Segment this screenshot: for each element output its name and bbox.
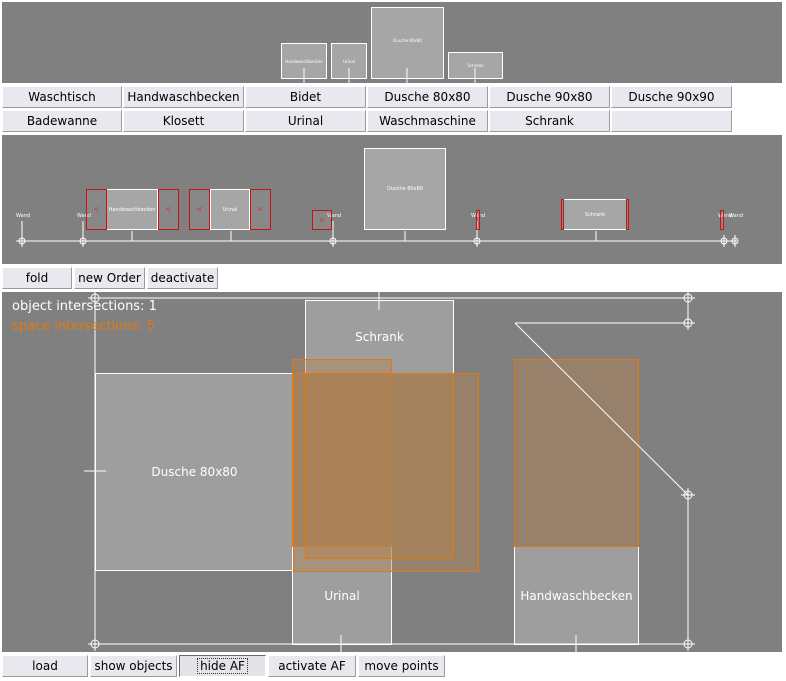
af-marker-5[interactable]: AF — [312, 210, 332, 230]
fold-button[interactable]: fold — [2, 267, 72, 289]
af-marker-1[interactable]: AF — [86, 189, 107, 230]
af-marker-4[interactable]: AF — [250, 189, 271, 230]
palette-badewanne-button[interactable]: Badewanne — [2, 110, 122, 132]
order-panel: Wand Wand Wand Wand Wand Wand Handwaschb… — [2, 135, 782, 264]
wall-label-3: Wand — [327, 213, 342, 219]
palette-klosett-button[interactable]: Klosett — [123, 110, 244, 132]
preview-connectors — [303, 68, 476, 83]
palette-empty-button[interactable] — [611, 110, 732, 132]
palette-waschtisch-button[interactable]: Waschtisch — [2, 86, 122, 108]
palette-urinal-button[interactable]: Urinal — [245, 110, 366, 132]
wall-label-1: Wand — [16, 213, 31, 219]
wall-label-6: Wand — [729, 213, 744, 219]
af-marker-9[interactable] — [720, 210, 724, 230]
af-area-handwaschbecken[interactable] — [514, 359, 639, 547]
order-handwaschbecken[interactable]: Handwaschbecken — [106, 189, 158, 230]
order-urinal[interactable]: Urinal — [210, 189, 250, 230]
load-button[interactable]: load — [2, 655, 88, 677]
object-intersections-text: object intersections: 1 — [12, 299, 157, 314]
main-canvas[interactable]: Schrank Dusche 80x80 Urinal Handwaschbec… — [2, 292, 782, 652]
af-marker-8[interactable] — [626, 199, 629, 230]
object-schrank[interactable]: Schrank — [305, 300, 454, 374]
af-area-schrank[interactable] — [305, 373, 454, 559]
palette-schrank-button[interactable]: Schrank — [489, 110, 610, 132]
order-dusche-80x80[interactable]: Dusche 80x80 — [364, 148, 446, 230]
af-area-urinal[interactable] — [292, 359, 392, 547]
order-schrank[interactable]: Schrank — [563, 199, 627, 230]
move-points-button[interactable]: move points — [358, 655, 445, 677]
new-order-button[interactable]: new Order — [74, 267, 145, 289]
space-intersections-text: space intersections: 5 — [12, 319, 155, 334]
af-marker-7[interactable] — [561, 199, 564, 230]
top-preview-panel: Handwaschbecken Urinal Dusche 80x80 Schr… — [2, 2, 782, 83]
af-marker-3[interactable]: AF — [189, 189, 210, 230]
deactivate-button[interactable]: deactivate — [147, 267, 218, 289]
af-marker-2[interactable]: AF — [158, 189, 179, 230]
preview-dusche-80x80[interactable]: Dusche 80x80 — [371, 7, 444, 79]
palette-bidet-button[interactable]: Bidet — [245, 86, 366, 108]
palette-handwaschbecken-button[interactable]: Handwaschbecken — [123, 86, 244, 108]
wall-line-diagram — [16, 221, 739, 247]
wall-label-4: Wand — [471, 213, 486, 219]
hide-af-button[interactable]: hide AF — [179, 655, 266, 677]
wall-label-2: Wand — [77, 213, 92, 219]
palette-waschmaschine-button[interactable]: Waschmaschine — [367, 110, 488, 132]
palette-dusche-90x90-button[interactable]: Dusche 90x90 — [611, 86, 732, 108]
activate-af-button[interactable]: activate AF — [268, 655, 356, 677]
palette-dusche-80x80-button[interactable]: Dusche 80x80 — [367, 86, 488, 108]
wall-label-5: Wand — [718, 213, 733, 219]
object-urinal[interactable]: Urinal — [292, 546, 392, 645]
show-objects-button[interactable]: show objects — [90, 655, 177, 677]
wall-geometry — [84, 292, 695, 652]
palette-dusche-90x80-button[interactable]: Dusche 90x80 — [489, 86, 610, 108]
af-marker-6[interactable] — [476, 210, 480, 230]
